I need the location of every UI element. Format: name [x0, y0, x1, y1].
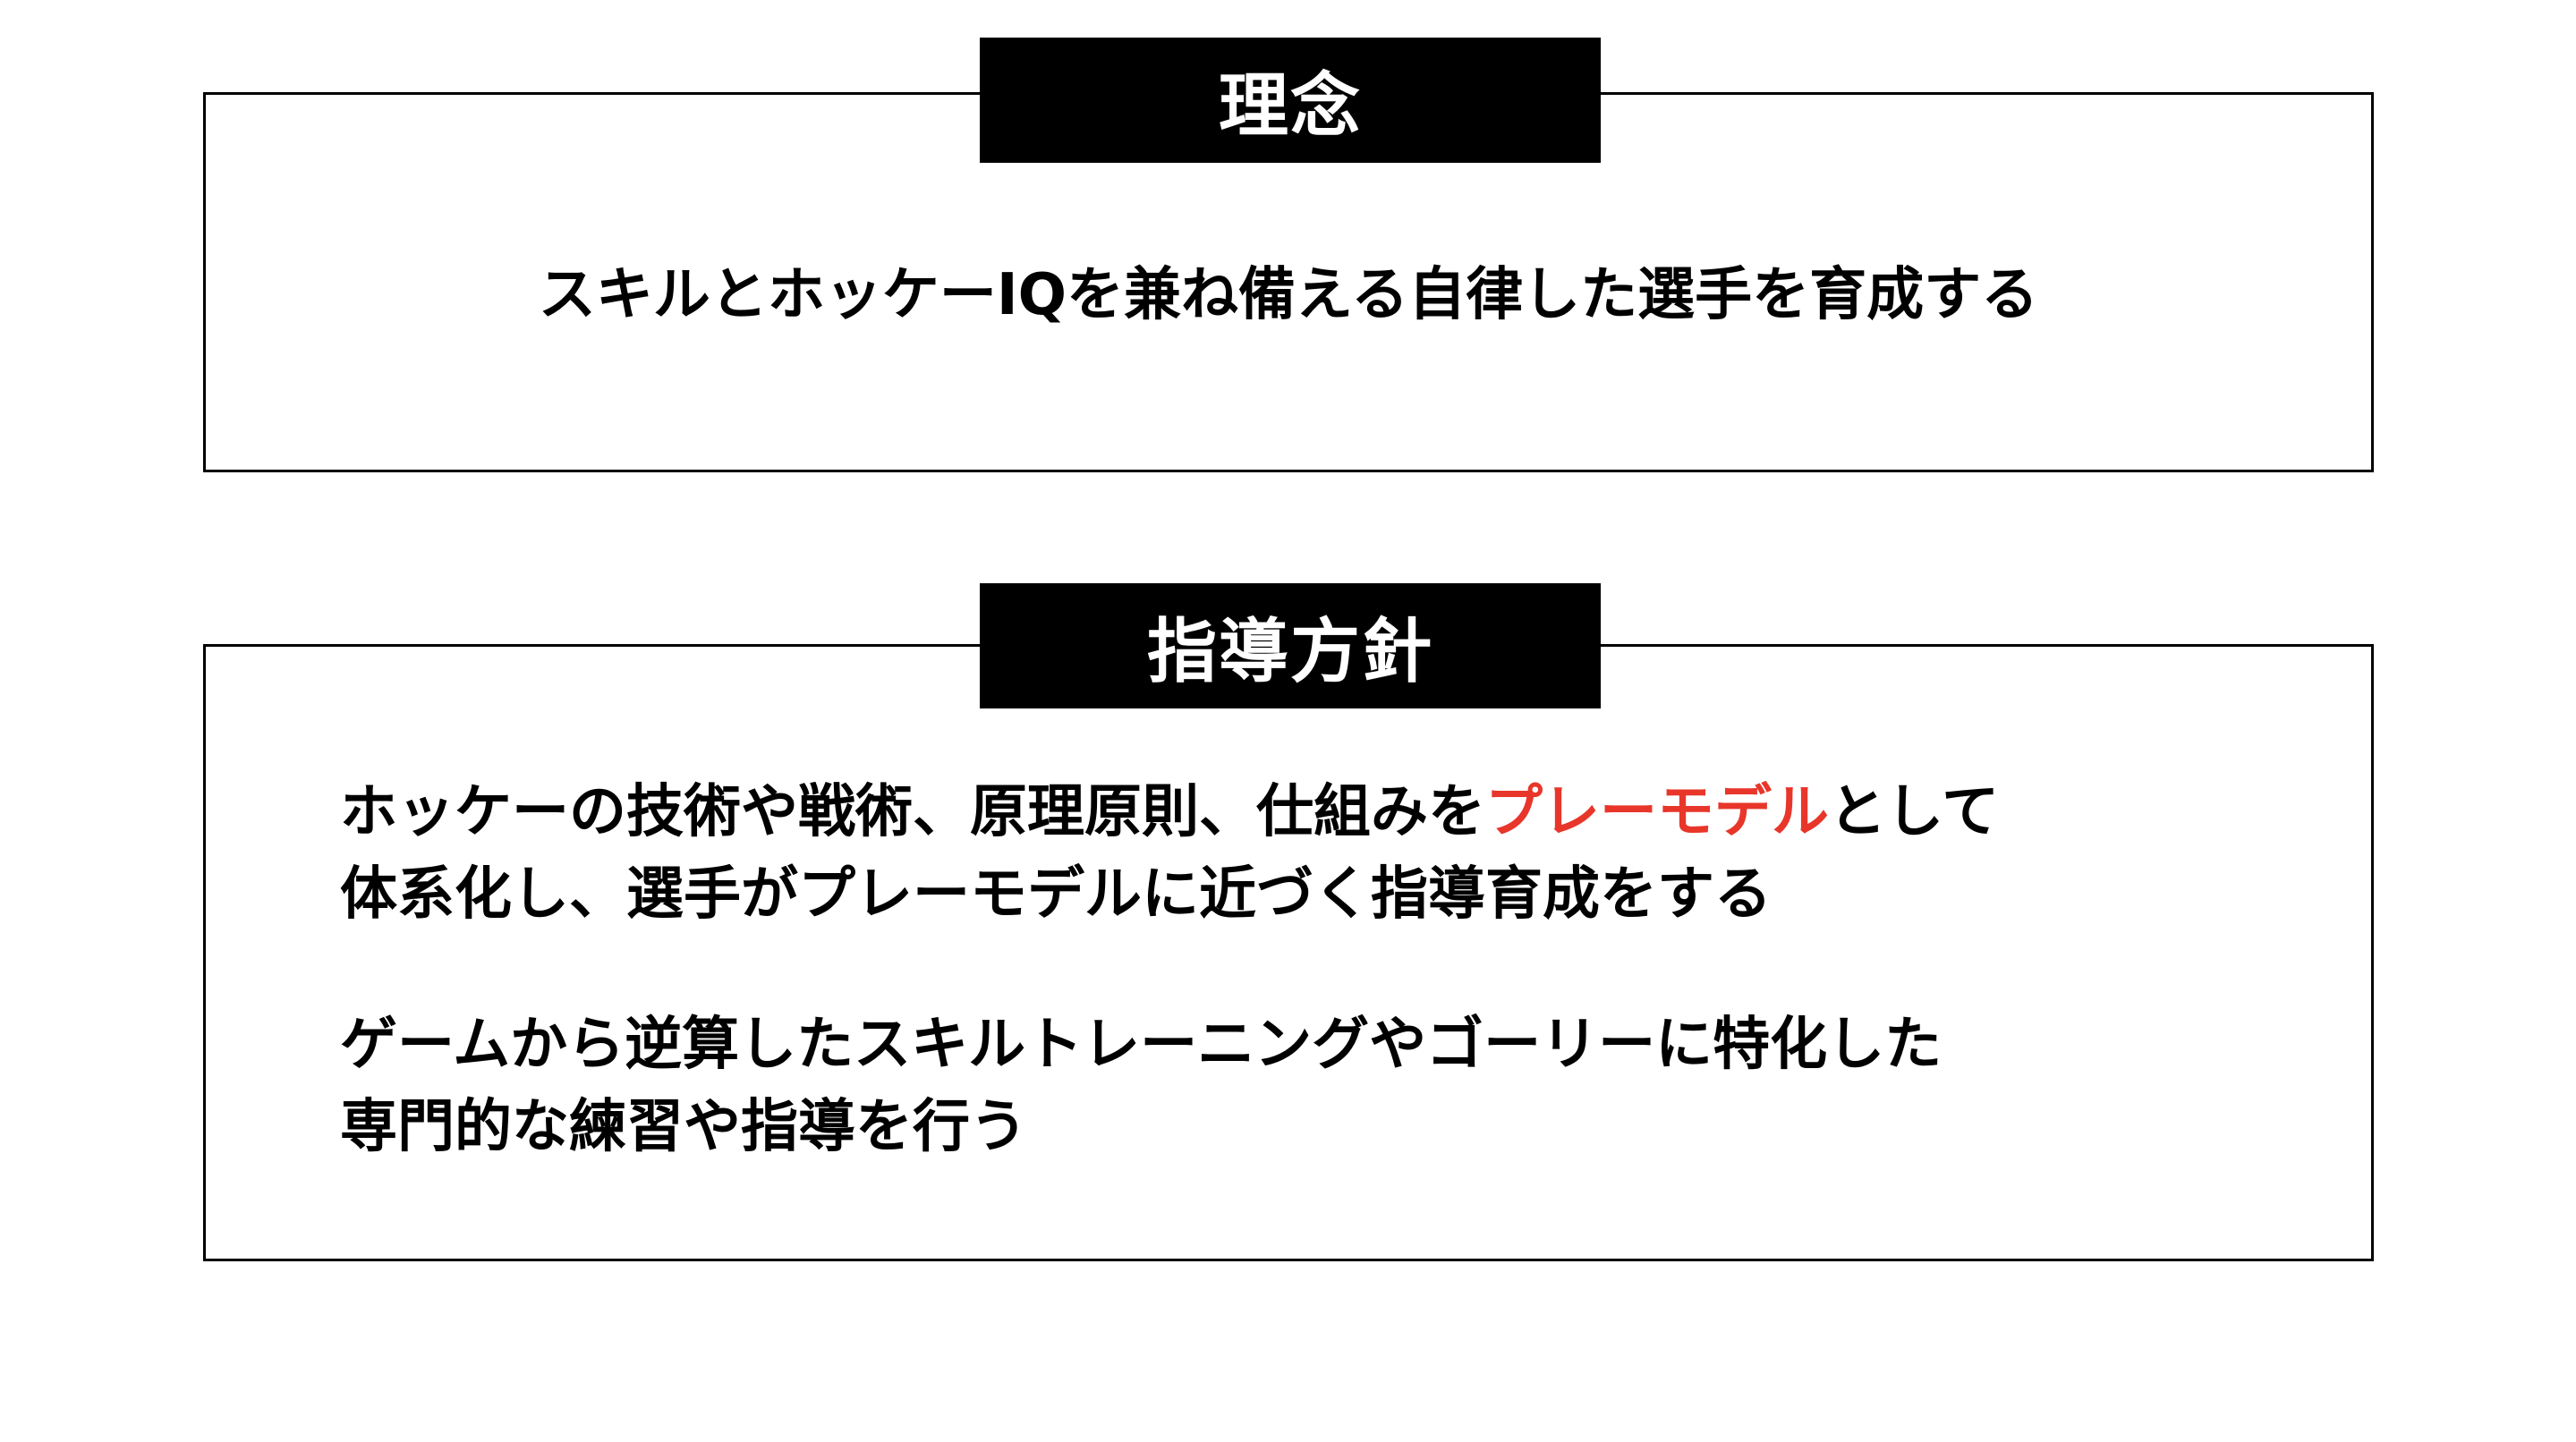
philosophy-heading-label: 理念: [1218, 66, 1362, 147]
policy-item-2: ゲームから逆算したスキルトレーニングやゴーリーに特化した 専門的な練習や指導を行…: [340, 1004, 1942, 1168]
policy-box: [203, 644, 2374, 1261]
policy-heading: 指導方針: [980, 583, 1601, 708]
play-model-highlight: プレーモデル: [1485, 779, 1829, 845]
policy-heading-label: 指導方針: [1146, 612, 1433, 692]
policy-item-1-line-1: ホッケーの技術や戦術、原理原則、仕組みをプレーモデルとして: [340, 771, 1999, 853]
policy-item-2-line-2: 専門的な練習や指導を行う: [340, 1094, 1027, 1160]
philosophy-heading: 理念: [980, 38, 1601, 163]
policy-item-1: ホッケーの技術や戦術、原理原則、仕組みをプレーモデルとして 体系化し、選手がプレ…: [340, 771, 1999, 936]
policy-item-2-line-1: ゲームから逆算したスキルトレーニングやゴーリーに特化した: [340, 1012, 1943, 1078]
policy-item-1-line-2: 体系化し、選手がプレーモデルに近づく指導育成をする: [340, 861, 1772, 928]
policy-item-1-text-after: として: [1829, 779, 2000, 845]
philosophy-statement: スキルとホッケーIQを兼ね備える自律した選手を育成する: [538, 262, 2039, 328]
policy-item-1-text-before: ホッケーの技術や戦術、原理原則、仕組みを: [340, 779, 1485, 845]
